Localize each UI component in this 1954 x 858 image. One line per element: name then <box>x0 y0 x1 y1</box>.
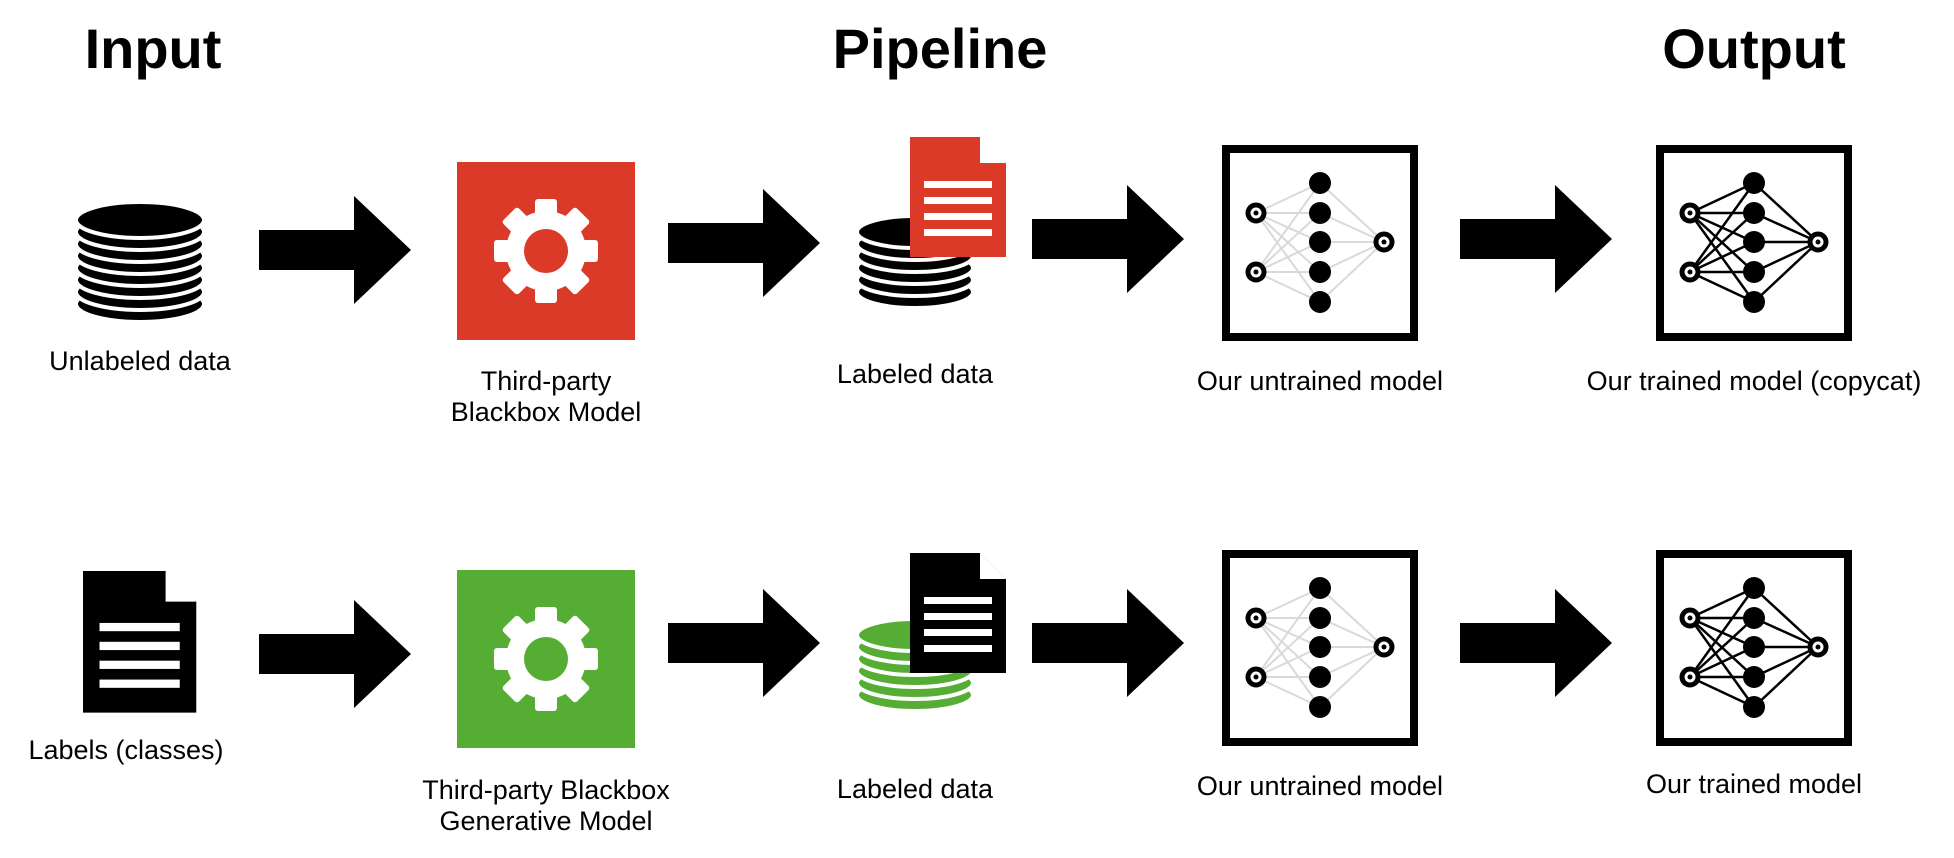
arrow-right-icon <box>259 600 411 708</box>
document-icon <box>908 551 1008 675</box>
row2-untrained-label: Our untrained model <box>1197 771 1443 801</box>
row1-model-label-line1: Third-party <box>481 366 612 396</box>
arrow-right-icon <box>1032 589 1184 697</box>
database-icon <box>74 200 206 324</box>
arrow-right-icon <box>1032 185 1184 293</box>
row2-trained-label: Our trained model <box>1646 769 1862 799</box>
document-icon <box>908 135 1008 259</box>
row-2: Labels (classes) Third-party Blackbox Ge… <box>28 553 1862 836</box>
document-icon <box>81 569 199 715</box>
row2-labeled-label: Labeled data <box>837 774 994 804</box>
row-1: Unlabeled data Third-party Blackbox Mode… <box>49 135 1922 427</box>
neural-network-icon <box>1226 554 1414 742</box>
row1-trained-label: Our trained model (copycat) <box>1587 366 1922 396</box>
row2-input-label: Labels (classes) <box>28 735 223 765</box>
row2-model-label-line1: Third-party Blackbox <box>422 775 670 805</box>
arrow-right-icon <box>1460 589 1612 697</box>
neural-network-icon <box>1660 554 1848 742</box>
row1-untrained-label: Our untrained model <box>1197 366 1443 396</box>
arrow-right-icon <box>668 589 820 697</box>
header-output: Output <box>1662 17 1845 80</box>
row1-input-label: Unlabeled data <box>49 346 232 376</box>
neural-network-icon <box>1660 149 1848 337</box>
gear-icon <box>494 199 598 303</box>
gear-icon <box>494 607 598 711</box>
arrow-right-icon <box>259 196 411 304</box>
neural-network-icon <box>1226 149 1414 337</box>
header-input: Input <box>85 17 222 80</box>
row1-model-label-line2: Blackbox Model <box>451 397 642 427</box>
header-pipeline: Pipeline <box>833 17 1048 80</box>
row1-labeled-label: Labeled data <box>837 359 994 389</box>
arrow-right-icon <box>1460 185 1612 293</box>
row2-model-label-line2: Generative Model <box>439 806 652 836</box>
arrow-right-icon <box>668 189 820 297</box>
